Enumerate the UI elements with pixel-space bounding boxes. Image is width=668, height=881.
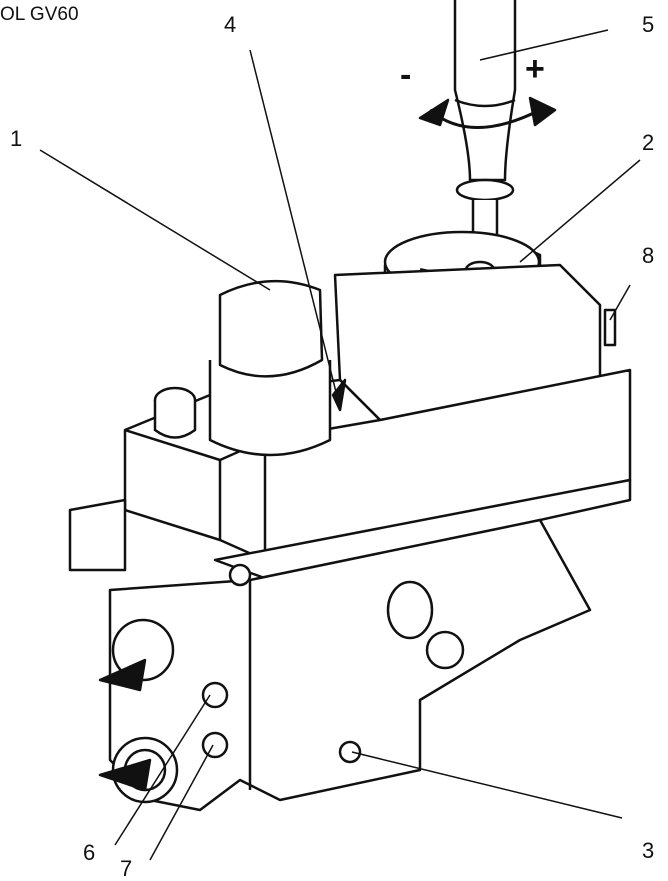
test-point [603,308,617,347]
valve-body [68,263,632,812]
plus-sign: + [525,50,545,88]
leader-line-1 [39,149,271,291]
model-title: OL GV60 [0,4,79,25]
control-knob [453,0,517,252]
pilot-button [153,279,332,457]
leader-lines [39,29,641,861]
leader-line-2 [519,159,641,263]
callout-3: 3 [642,838,655,863]
leader-line-7 [149,744,214,861]
callout-1: 1 [10,126,23,151]
leader-line-3 [351,751,623,819]
minus-sign: - [400,56,412,94]
callout-4: 4 [224,12,237,37]
callout-6: 6 [83,840,96,865]
callout-2: 2 [642,130,655,155]
leader-line-5 [479,29,609,61]
gas-flow-arrows [98,378,347,792]
leader-line-8 [609,284,631,321]
rotation-arrows [418,96,557,129]
callout-5: 5 [642,12,655,37]
leader-line-6 [114,694,211,846]
leader-line-4 [249,49,339,401]
callout-7: 7 [120,856,133,881]
callout-8: 8 [642,243,655,268]
